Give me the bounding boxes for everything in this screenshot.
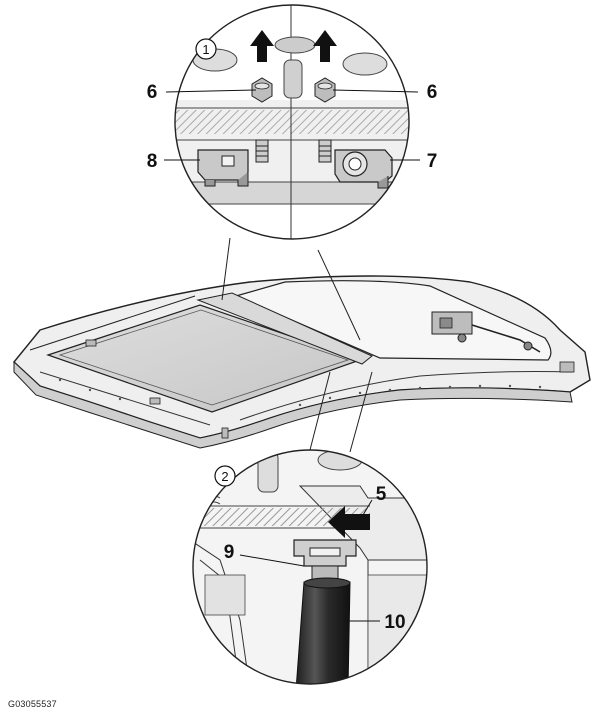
stud-left [255,139,269,163]
upper-detail-view [174,4,410,240]
roof-frame-assembly [13,275,591,449]
callout-9: 9 [224,542,235,563]
nut-right [314,77,336,103]
view-marker-2: 2 [214,465,236,487]
center-pin [283,59,303,99]
callout-5: 5 [376,484,387,505]
detail-leader-lines [221,237,373,453]
view-marker-2-label: 2 [221,469,228,484]
callout-10: 10 [384,612,405,633]
callout-8: 8 [147,151,158,172]
callout-7: 7 [427,151,438,172]
side-rail-right [239,371,573,421]
side-rail-left [29,295,196,351]
stud-right [318,139,332,163]
lower-boss-right [317,450,363,471]
lower-detail-border [192,449,428,685]
callout-6-left: 6 [147,82,158,103]
view-marker-1: 1 [195,38,217,60]
top-boss-right [342,52,388,76]
drive-mechanism [431,311,541,353]
top-center-cog [274,36,316,54]
nut-left [251,77,273,103]
bracket-left-8 [197,149,249,187]
roof-frame-sidewall [13,360,573,449]
lift-arrow-left [250,30,274,62]
push-arrow [328,506,370,538]
frame-brackets [85,339,575,439]
figure-id: G03055537 [8,699,57,709]
lift-arrow-right [313,30,337,62]
rear-opening [234,280,552,361]
view-marker-1-label: 1 [202,42,209,57]
drain-hose-10 [295,581,351,684]
cross-member-front [196,292,373,365]
callout-leaders [164,89,420,622]
callout-6-right: 6 [427,82,438,103]
side-rail-front [39,371,211,426]
front-glass-frame-inner [58,309,350,406]
frame-holes [58,378,542,407]
upper-detail-border [174,4,410,240]
bracket-right-7 [334,149,393,189]
